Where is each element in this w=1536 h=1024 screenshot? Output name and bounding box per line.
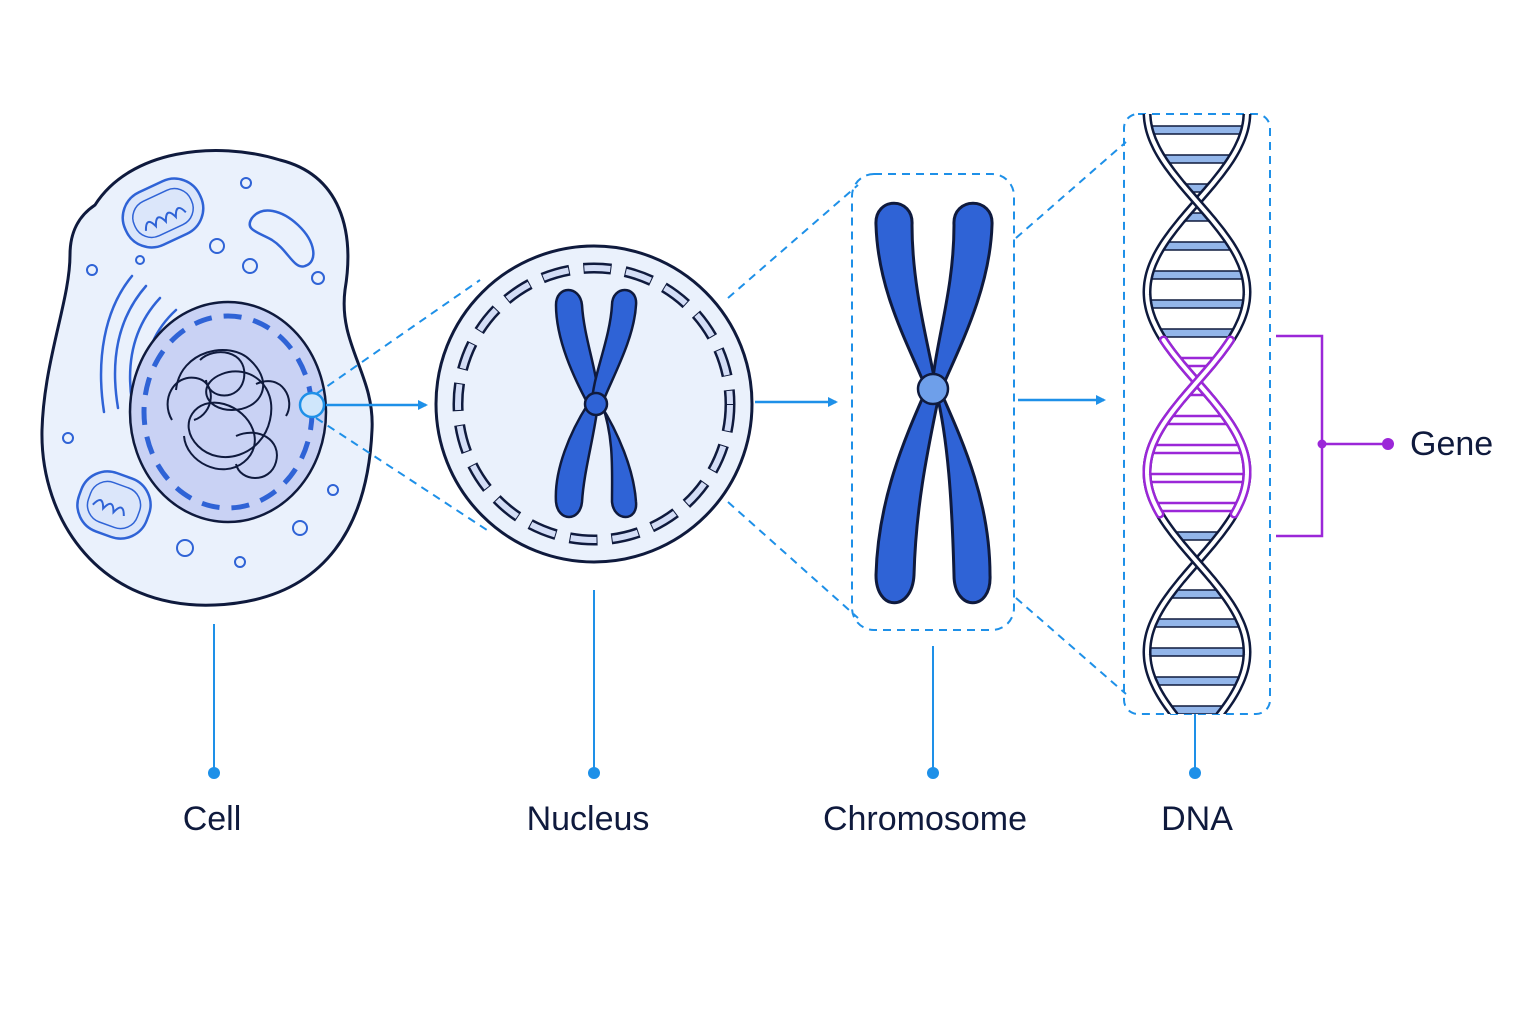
dna-label: DNA — [1161, 800, 1233, 838]
base-pair — [1152, 676, 1242, 686]
gene-base-pair — [1146, 472, 1248, 484]
nucleus-icon — [434, 244, 754, 564]
gene-base-pair — [1149, 443, 1245, 455]
cell-label: Cell — [183, 800, 242, 838]
base-pair — [1147, 299, 1247, 309]
zoom-lines-nucleus-chromosome — [727, 184, 859, 619]
leader-dots — [208, 767, 1201, 779]
base-pair — [1169, 705, 1225, 714]
vesicles — [62, 177, 339, 568]
gene-base-pair — [1164, 414, 1230, 426]
zoom-lines-chromosome-dna — [1015, 141, 1127, 695]
base-pair — [1162, 154, 1232, 164]
gene-bracket — [1276, 334, 1388, 538]
cell-nucleus — [128, 300, 328, 524]
gene-pointer-dot — [1382, 438, 1394, 450]
chromosome-label: Chromosome — [823, 800, 1027, 838]
chromosome-small — [554, 288, 638, 519]
zoom-origin — [298, 391, 326, 419]
base-pair — [1161, 241, 1233, 251]
base-pair — [1148, 270, 1246, 280]
mitochondrion-icon — [121, 177, 205, 249]
gene-strand-a-core — [1161, 338, 1250, 516]
leader-lines — [213, 590, 1196, 770]
zoom-lines-cell-nucleus — [315, 279, 491, 533]
gene-base-pair — [1154, 501, 1240, 513]
nucleus-label: Nucleus — [527, 800, 650, 838]
vacuole — [248, 209, 315, 268]
dna-strands — [1142, 114, 1252, 714]
gene-strand-b-core — [1144, 338, 1233, 516]
gene-bracket-node — [1317, 439, 1327, 449]
chromosome-frame — [851, 173, 1015, 631]
cell-icon — [40, 149, 374, 607]
dna-icon — [1123, 113, 1271, 715]
gene-label: Gene — [1410, 425, 1493, 463]
chromosome-icon — [851, 173, 1015, 631]
base-pair — [1148, 125, 1246, 135]
base-pair — [1146, 647, 1248, 657]
base-pair — [1152, 618, 1242, 628]
base-pair — [1158, 328, 1236, 338]
base-pair — [1169, 589, 1225, 599]
dna-frame — [1123, 113, 1271, 715]
chromatin — [166, 349, 291, 479]
mitochondrion-icon — [76, 470, 152, 540]
